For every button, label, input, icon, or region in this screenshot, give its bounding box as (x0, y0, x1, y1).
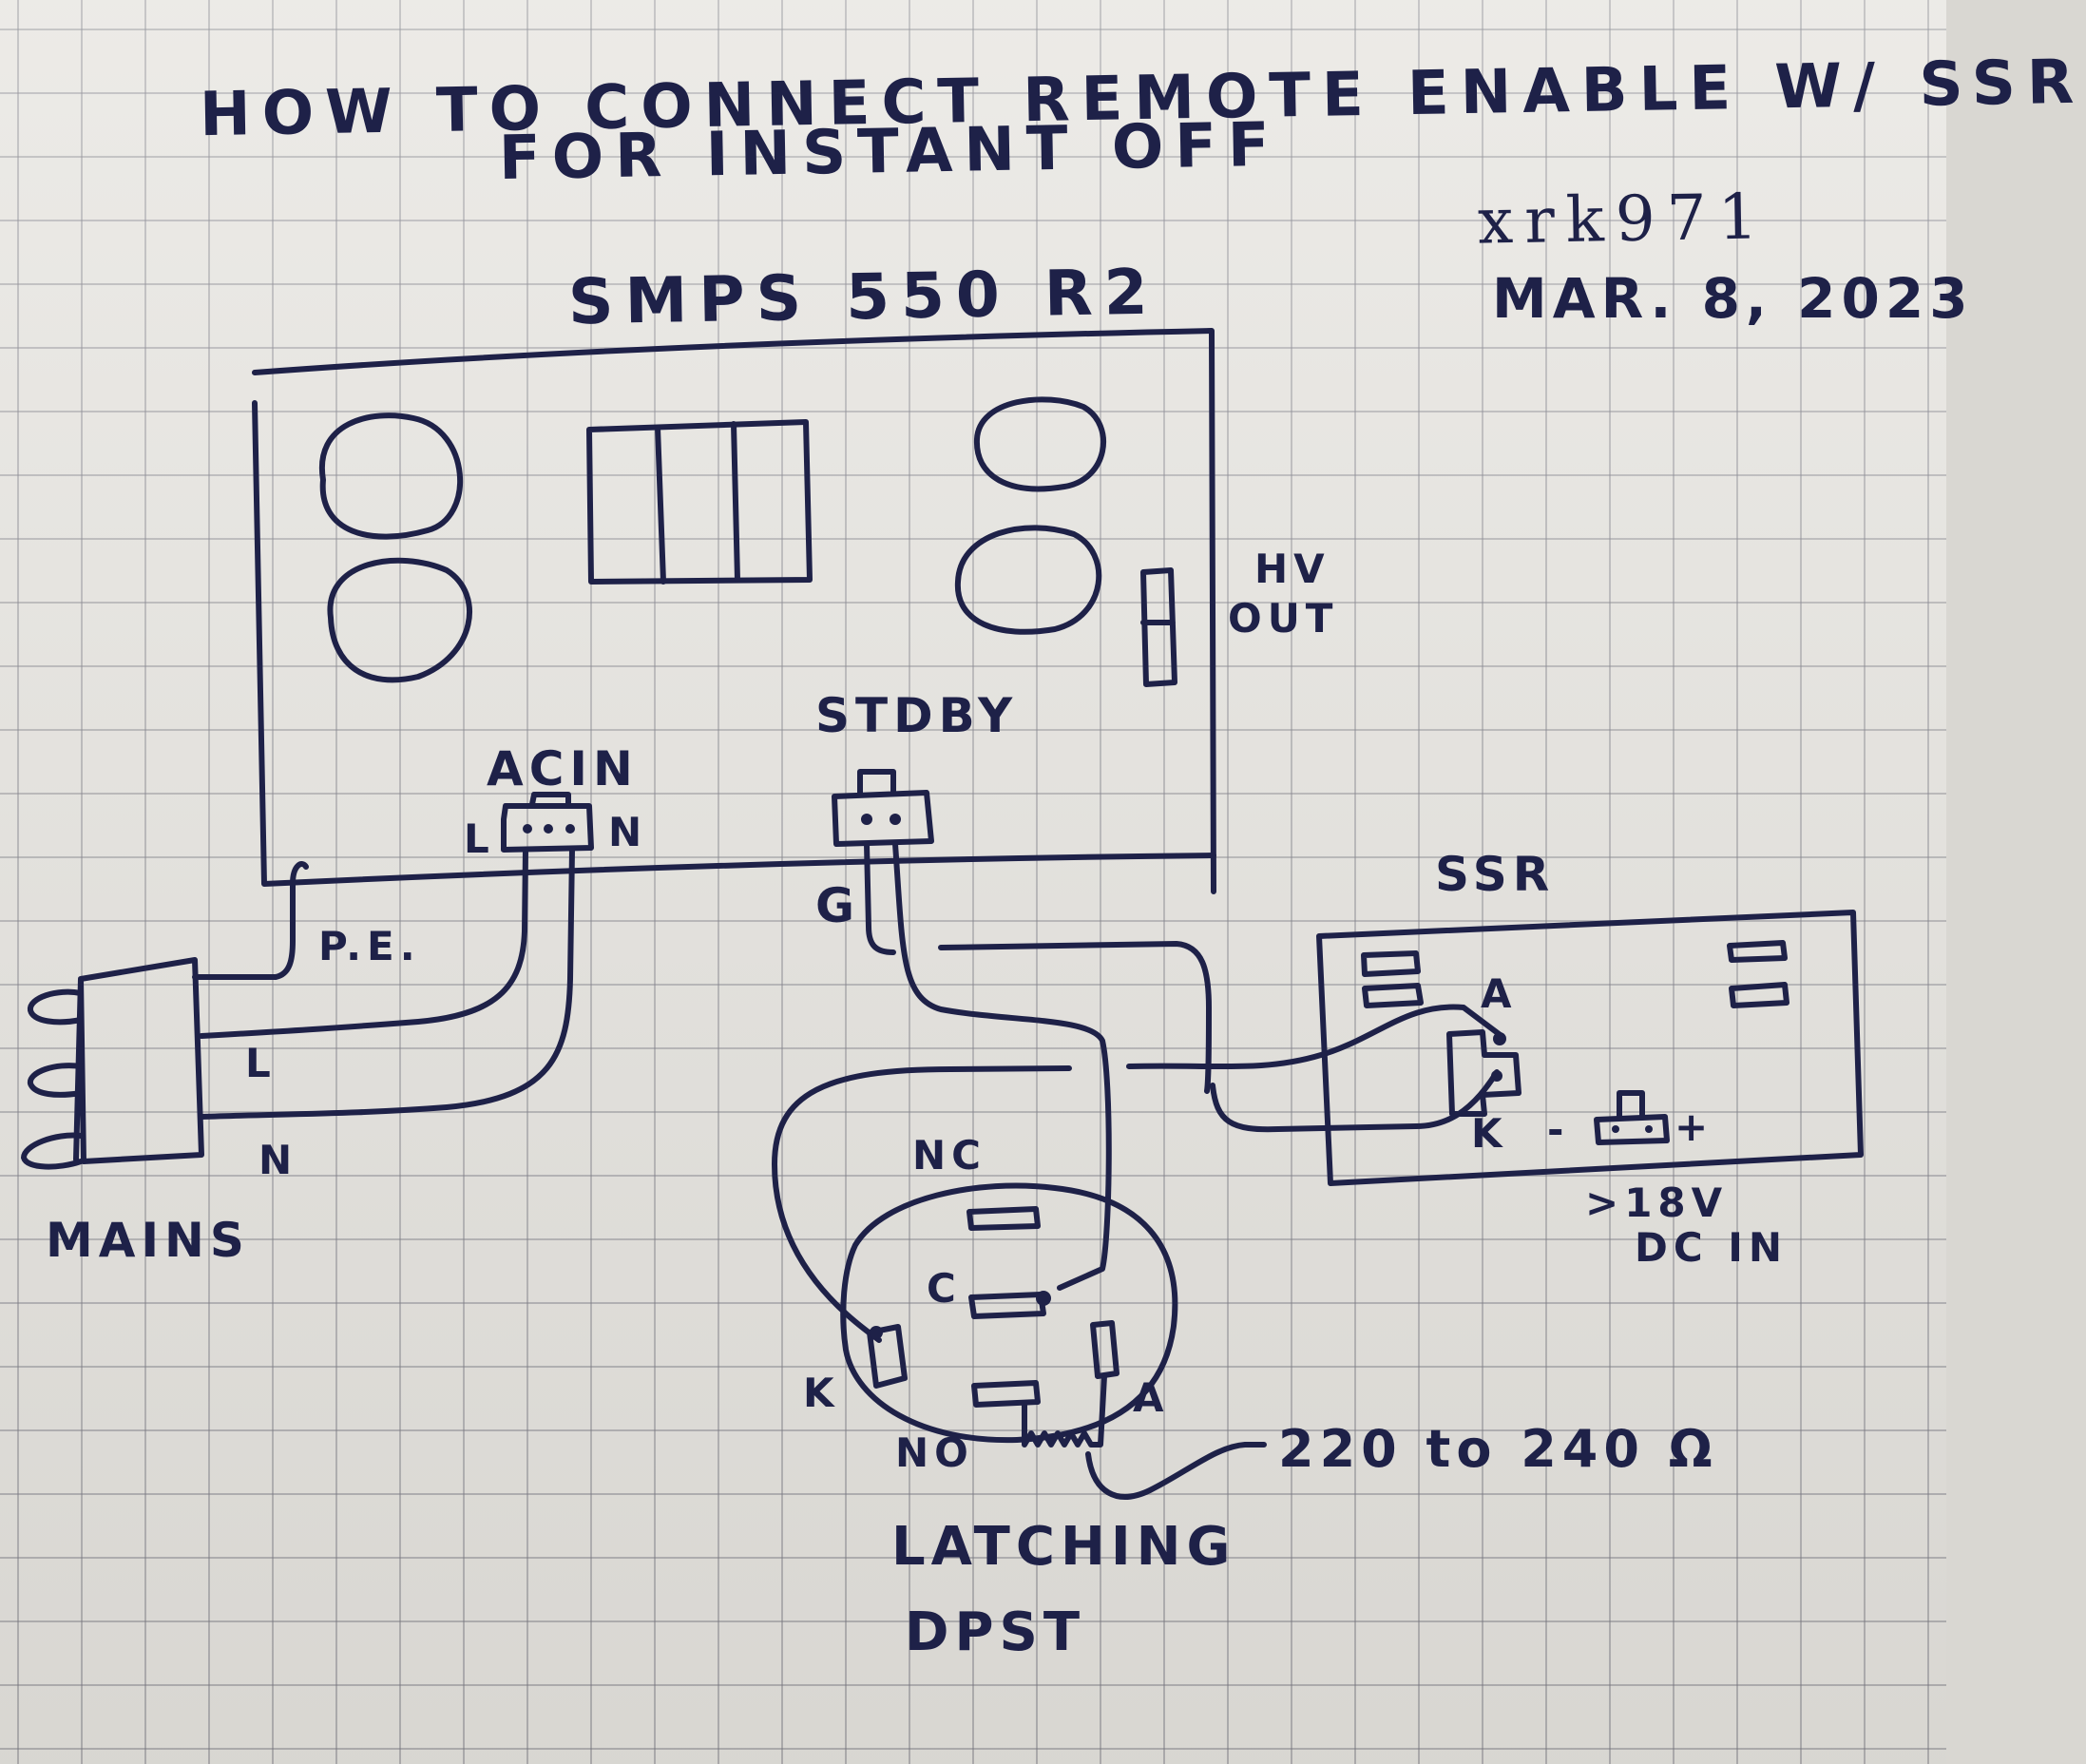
hv-label: HV (1254, 546, 1330, 592)
acin-pin-n (565, 824, 575, 834)
transformer-dividers (655, 421, 740, 585)
ssr-module (1316, 910, 1864, 1186)
smps-board (252, 328, 1216, 894)
wire-mains-neutral (199, 847, 575, 1120)
diagram-title-line-2: FOR INSTANT OFF (498, 109, 1282, 195)
ssr-dc-voltage-label: >18V (1585, 1179, 1729, 1226)
ssr-dc-connector (1594, 1090, 1670, 1145)
wiring-diagram (21, 328, 1864, 1500)
switch-nc-label: NC (912, 1132, 986, 1179)
switch-dpst-label: DPST (905, 1601, 1086, 1663)
acin-n-label: N (608, 809, 648, 855)
capacitor-bottom-left (327, 557, 472, 683)
switch-terminal-k-dot (870, 1326, 883, 1339)
switch-body (840, 1182, 1178, 1444)
hv-out-connector (1140, 567, 1177, 687)
mains-plug (21, 957, 204, 1170)
ssr-tab-left (1361, 950, 1424, 1008)
mains-prong-middle (28, 1063, 84, 1098)
ssr-k-label: K (1471, 1110, 1508, 1157)
switch-latching-label: LATCHING (891, 1516, 1236, 1578)
switch-no-label: NO (895, 1429, 974, 1476)
wire-mains-live (199, 847, 528, 1039)
stdby-connector (832, 769, 934, 847)
mains-l-label: L (245, 1040, 277, 1086)
resistor-symbol (1022, 1373, 1107, 1448)
ssr-terminal-k-dot (1491, 1070, 1502, 1082)
wire-stdby-to-ssr-a (938, 941, 1504, 1094)
acin-connector (501, 792, 594, 853)
mains-prong-top (28, 988, 84, 1026)
capacitor-bottom-right (954, 525, 1102, 635)
capacitor-top-left (318, 412, 464, 540)
smps-name-label: SMPS 550 R2 (567, 255, 1160, 339)
switch-terminal-nc (966, 1206, 1041, 1231)
wire-ssr-k (1210, 1069, 1500, 1133)
wire-stdby-to-switch-c (892, 841, 1112, 1291)
diagram-date: MAR. 8, 2023 (1492, 266, 1974, 331)
acin-pin-mid (544, 824, 553, 834)
smps-board-bottom-edge (252, 400, 1216, 887)
wire-protective-earth (192, 861, 309, 980)
latching-dpst-switch (840, 1182, 1267, 1500)
switch-terminal-a (1090, 1320, 1120, 1379)
mains-plug-body (73, 957, 204, 1164)
switch-a-label: A (1133, 1374, 1170, 1421)
acin-pin-l (523, 824, 532, 834)
out-label: OUT (1228, 595, 1339, 642)
ssr-tab-right (1727, 940, 1789, 1008)
transformer-block (586, 419, 813, 585)
acin-l-label: L (464, 815, 495, 862)
wire-switch-k-loop (772, 1065, 1072, 1343)
switch-terminal-no (971, 1380, 1041, 1408)
mains-prong-bottom (21, 1132, 84, 1170)
stdby-pin-1 (861, 814, 872, 825)
acin-label: ACIN (487, 741, 639, 796)
ssr-body (1316, 910, 1864, 1186)
author-handle: xrk971 (1477, 180, 1770, 259)
pe-label: P.E. (318, 923, 421, 969)
wire-stdby-ground (864, 841, 896, 955)
resistor-callout-line (1085, 1442, 1267, 1500)
switch-k-label: K (803, 1370, 840, 1416)
ssr-label: SSR (1435, 847, 1556, 902)
switch-c-label: C (927, 1265, 962, 1312)
ssr-minus-label: - (1547, 1106, 1570, 1153)
ssr-plus-label: + (1675, 1103, 1714, 1150)
resistor-value-label: 220 to 240 Ω (1278, 1419, 1718, 1479)
stdby-pin-2 (890, 814, 901, 825)
capacitor-top-right (973, 396, 1107, 492)
ssr-dc-in-label: DC IN (1635, 1224, 1789, 1271)
stdby-g-label: G (815, 878, 861, 933)
switch-terminal-k (867, 1324, 908, 1389)
ssr-dc-pin-plus (1645, 1125, 1653, 1133)
switch-terminal-c-dot (1036, 1291, 1051, 1306)
ssr-a-label: A (1481, 970, 1518, 1017)
mains-label: MAINS (46, 1213, 250, 1268)
ssr-terminal-a-dot (1493, 1032, 1506, 1045)
stdby-label: STDBY (815, 688, 1019, 743)
ssr-control-terminal (1446, 1029, 1521, 1117)
switch-terminal-c (968, 1292, 1046, 1319)
mains-n-label: N (258, 1137, 298, 1183)
ssr-dc-pin-minus (1612, 1125, 1619, 1133)
smps-board-top-edge (252, 328, 1216, 894)
